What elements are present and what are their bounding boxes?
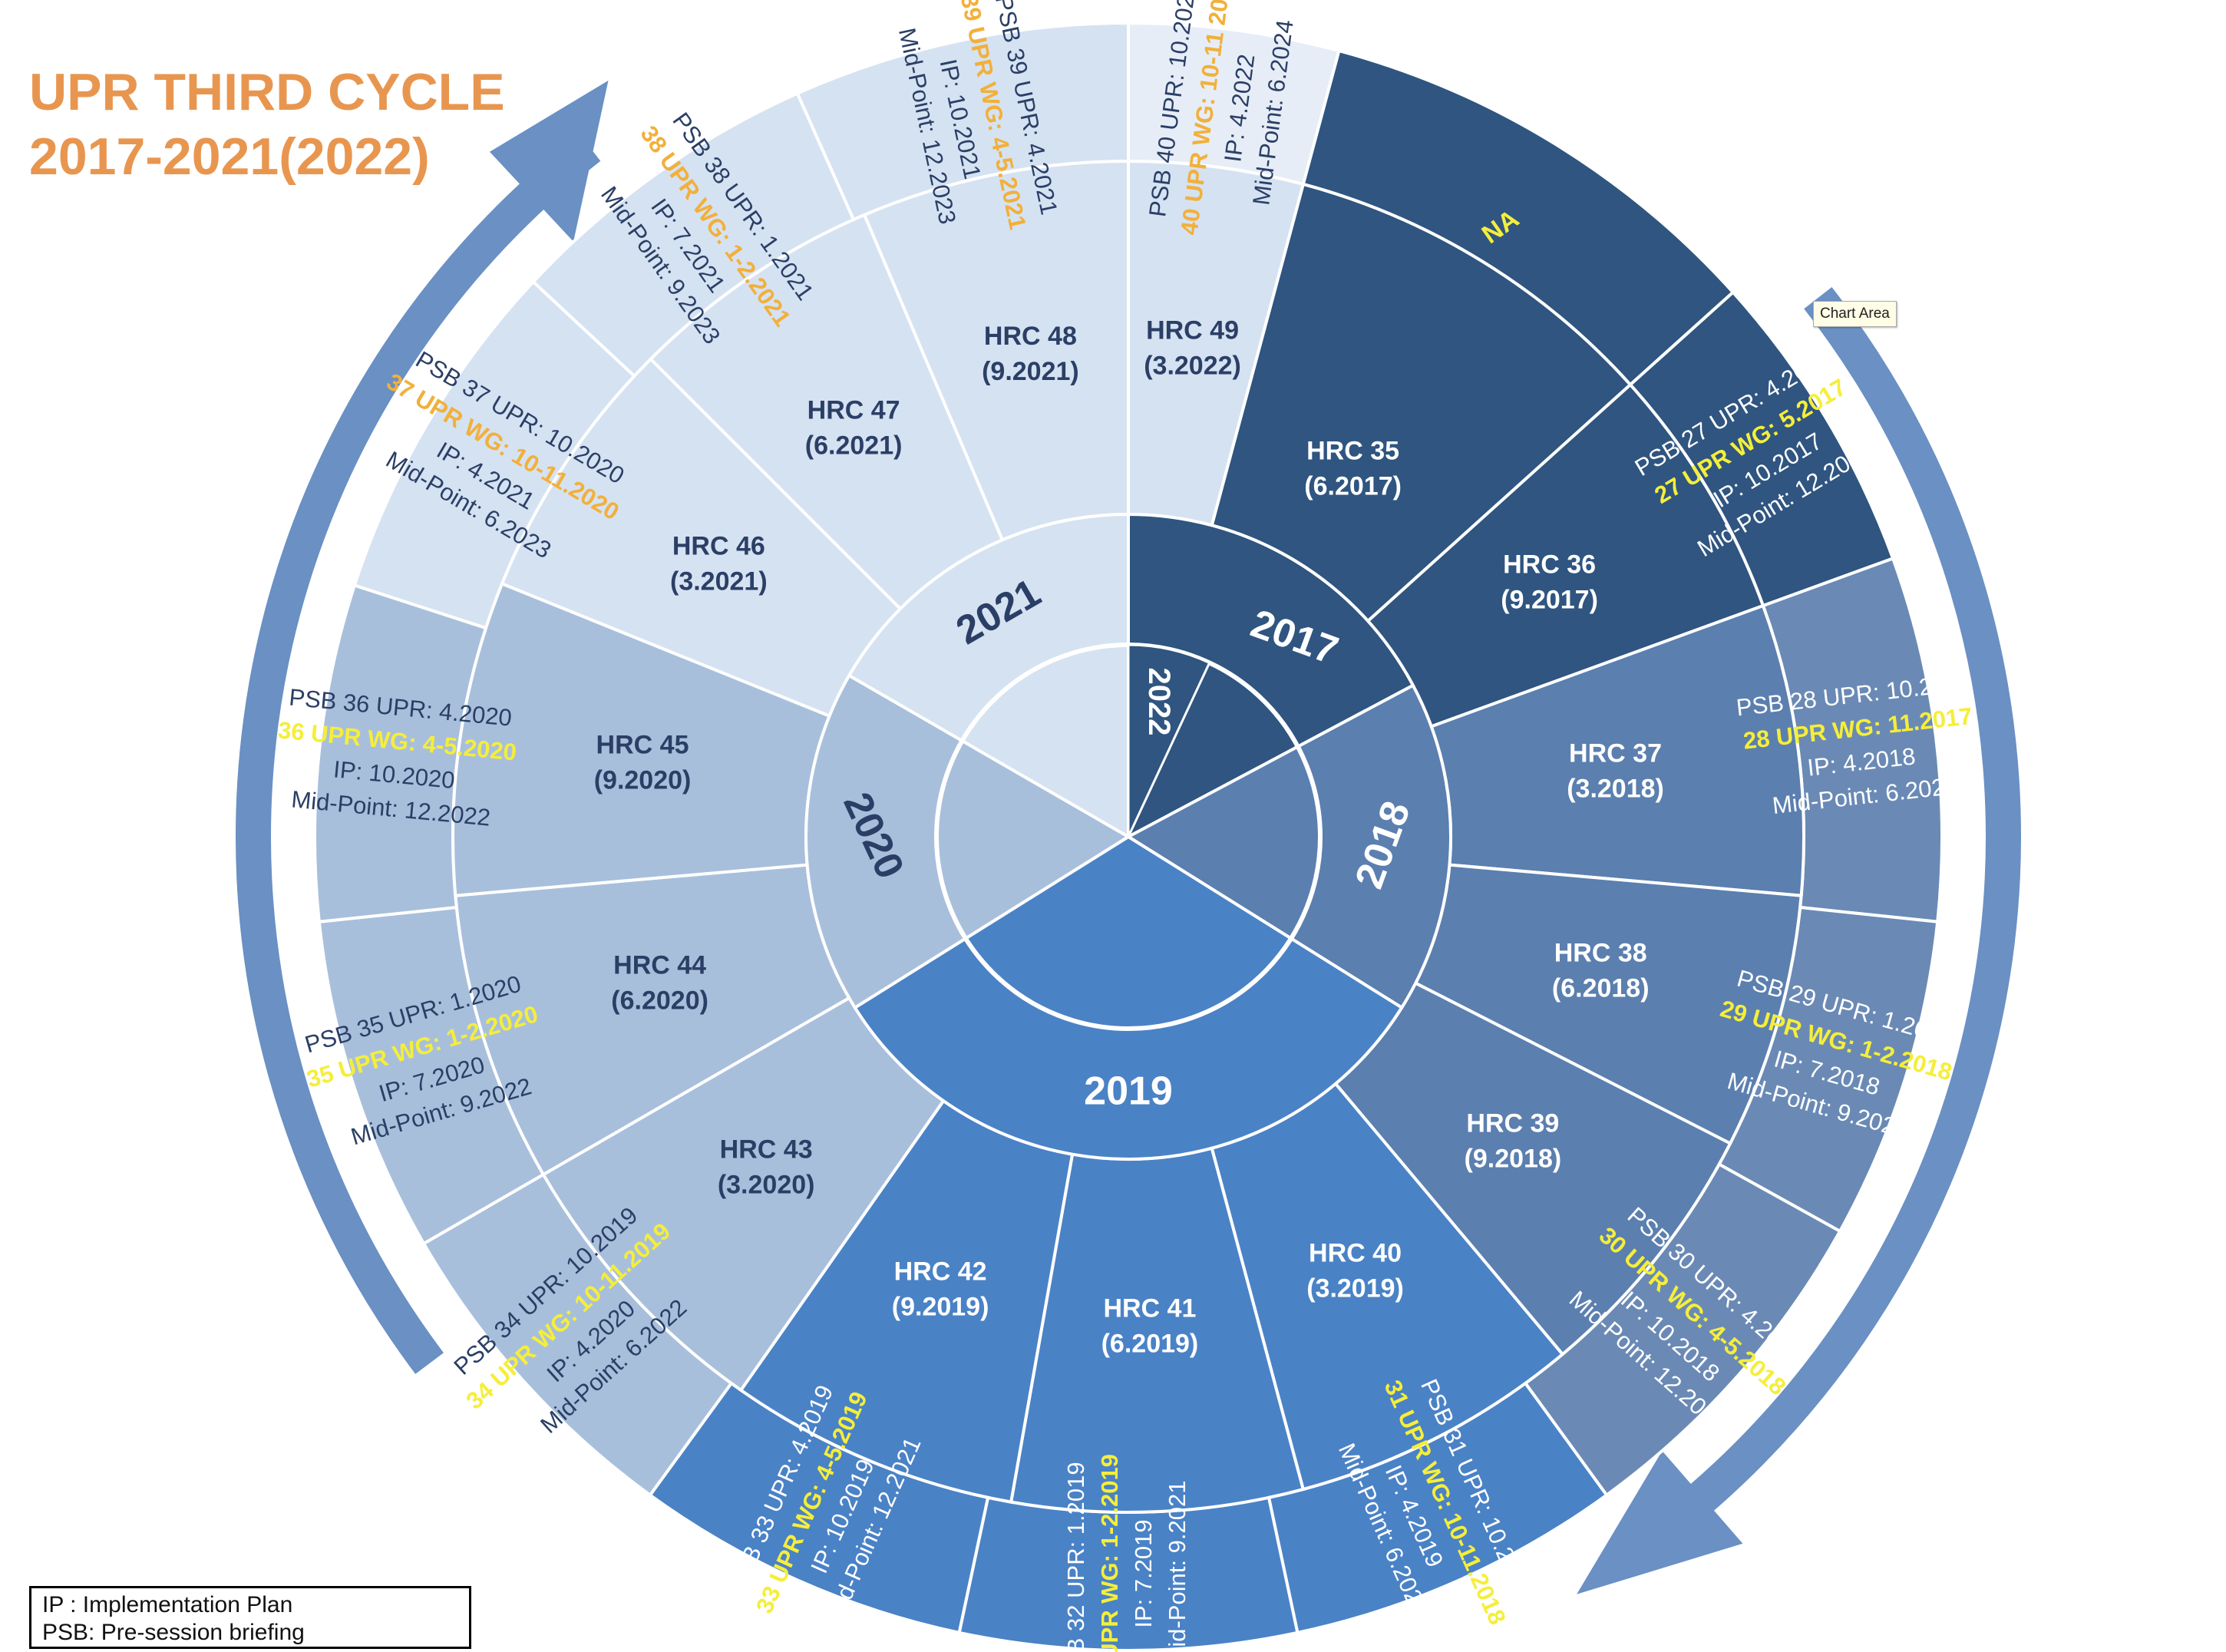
hrc-label-48: HRC 48 (9.2021) (982, 322, 1079, 386)
year-label-2019: 2019 (1084, 1069, 1173, 1114)
hrc-label-37-line: (3.2018) (1567, 774, 1664, 803)
chart-title: UPR THIRD CYCLE 2017-2021(2022) (29, 60, 566, 189)
year-segment (853, 834, 1404, 1161)
hrc-label-42-line: (9.2019) (892, 1292, 989, 1321)
hrc-label-45: HRC 45 (9.2020) (594, 730, 692, 795)
hrc-label-48-line: HRC 48 (984, 322, 1077, 351)
hrc-label-39: HRC 39 (9.2018) (1465, 1108, 1562, 1173)
hrc-label-43-line: HRC 43 (720, 1135, 813, 1164)
hrc-label-37-line: HRC 37 (1569, 738, 1662, 768)
hrc-label-36-line: HRC 36 (1503, 550, 1596, 579)
legend-psb: PSB: Pre-session briefing (42, 1620, 305, 1645)
hrc-label-49-line: (3.2022) (1144, 351, 1241, 380)
year-segment (847, 512, 1130, 840)
hrc-label-47-line: HRC 47 (808, 395, 900, 425)
hrc-label-40-line: HRC 40 (1309, 1239, 1402, 1268)
hrc-label-37: HRC 37 (3.2018) (1567, 738, 1664, 803)
hrc-label-44: HRC 44 (6.2020) (611, 950, 708, 1015)
title-line-2: 2017-2021(2022) (29, 127, 430, 186)
hrc-label-47: HRC 47 (6.2021) (805, 395, 903, 460)
outer-segment (957, 1495, 1300, 1652)
hrc-label-40: HRC 40 (3.2019) (1306, 1239, 1404, 1303)
hrc-label-42-line: HRC 42 (894, 1257, 987, 1286)
cycle-arrow-left (236, 133, 601, 1374)
hrc-label-35-line: HRC 35 (1306, 437, 1399, 466)
outer-label-41-line: IP: 7.2019 (1130, 1519, 1157, 1627)
hrc-label-38-line: (6.2018) (1552, 973, 1650, 1003)
hrc-label-45-line: HRC 45 (596, 730, 689, 759)
outer-label-41-line: Mid-Point: 9.2021 (1164, 1481, 1191, 1652)
hrc-label-47-line: (6.2021) (805, 431, 903, 460)
cycle-arrow-right (1656, 287, 2021, 1541)
arrow-head-left-icon (489, 80, 609, 242)
year-segment (1125, 683, 1452, 1010)
year-label-2022: 2022 (1142, 667, 1176, 735)
hrc-label-35-line: (6.2017) (1304, 472, 1402, 501)
hrc-label-41: HRC 41 (6.2019) (1101, 1294, 1199, 1358)
hrc-label-46: HRC 46 (3.2021) (670, 532, 768, 596)
hrc-label-44-line: HRC 44 (613, 950, 706, 980)
hrc-label-36-line: (9.2017) (1501, 585, 1598, 614)
hrc-label-36: HRC 36 (9.2017) (1501, 550, 1598, 614)
hrc-label-45-line: (9.2020) (594, 765, 692, 795)
hrc-label-46-line: (3.2021) (670, 567, 768, 596)
hrc-label-44-line: (6.2020) (611, 986, 708, 1015)
hrc-label-39-line: HRC 39 (1466, 1108, 1559, 1138)
year-2022-wedge (1127, 643, 1211, 838)
hrc-label-43-line: (3.2020) (718, 1170, 815, 1199)
year-label-2019-line: 2019 (1084, 1069, 1173, 1114)
legend-ip: IP : Implementation Plan (42, 1592, 293, 1617)
hrc-label-41-line: (6.2019) (1101, 1329, 1199, 1358)
hrc-label-39-line: (9.2018) (1465, 1144, 1562, 1173)
outer-label-41: PSB 32 UPR: 1.2019 32 UPR WG: 1-2.2019 IP:… (1062, 1454, 1191, 1652)
hrc-label-40-line: (3.2019) (1306, 1274, 1404, 1303)
year-segment (804, 673, 1131, 1010)
hrc-label-49: HRC 49 (3.2022) (1144, 316, 1241, 380)
hrc-label-41-line: HRC 41 (1103, 1294, 1196, 1323)
outer-label-41-line: PSB 32 UPR: 1.2019 (1062, 1462, 1089, 1652)
hrc-label-48-line: (9.2021) (982, 357, 1079, 386)
hrc-label-35: HRC 35 (6.2017) (1304, 437, 1402, 501)
hrc-label-43: HRC 43 (3.2020) (718, 1135, 815, 1199)
title-line-1: UPR THIRD CYCLE (29, 63, 505, 121)
outer-label-41-line: 32 UPR WG: 1-2.2019 (1096, 1454, 1123, 1652)
arrow-head-right-icon (1577, 1450, 1743, 1594)
legend-box: IP : Implementation Plan PSB: Pre-sessio… (29, 1586, 471, 1649)
chart-area-tooltip: Chart Area (1813, 301, 1897, 327)
hrc-label-38-line: HRC 38 (1554, 938, 1647, 967)
hrc-label-38: HRC 38 (6.2018) (1552, 938, 1650, 1003)
year-label-2022-line: 2022 (1142, 667, 1176, 735)
hrc-label-46-line: HRC 46 (672, 532, 765, 561)
year-segment (1127, 512, 1415, 840)
hrc-label-49-line: HRC 49 (1146, 316, 1239, 345)
hrc-label-42: HRC 42 (9.2019) (892, 1257, 989, 1321)
